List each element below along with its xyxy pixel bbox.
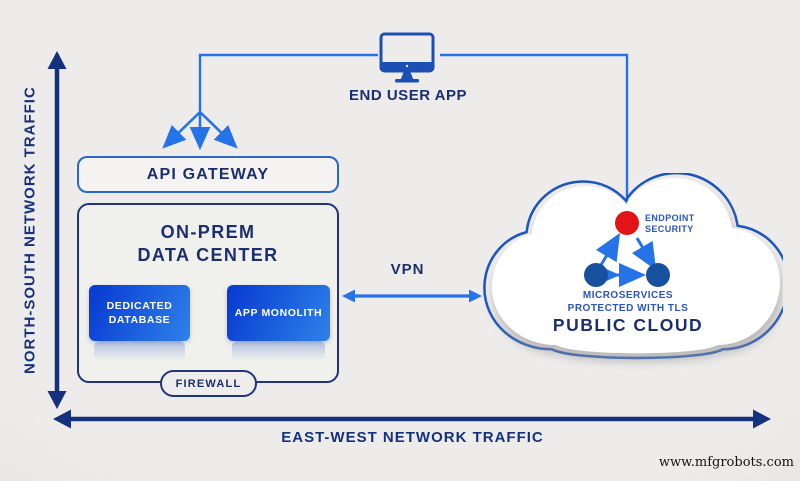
dedicated-database-label: DEDICATED DATABASE	[106, 299, 173, 326]
north-south-traffic-label: NORTH-SOUTH NETWORK TRAFFIC	[21, 86, 39, 374]
api-gateway-label: API GATEWAY	[146, 165, 270, 183]
api-gateway-box: API GATEWAY	[77, 156, 339, 193]
app-monolith-box: APP MONOLITH	[227, 285, 330, 361]
microservice-node-left	[584, 263, 608, 287]
cloud-internal-arrows	[593, 232, 657, 287]
public-cloud-label: PUBLIC CLOUD	[552, 315, 704, 335]
east-west-arrow-icon	[53, 409, 771, 429]
east-west-traffic-label: EAST-WEST NETWORK TRAFFIC	[281, 429, 544, 446]
end-user-app-label: END USER APP	[349, 87, 467, 104]
public-cloud-group: ENDPOINT SECURITY MICROSERVICES PROTECTE…	[478, 173, 783, 378]
firewall-pill: FIREWALL	[160, 370, 257, 397]
microservice-node-right	[646, 263, 670, 287]
end-user-monitor-icon	[379, 32, 435, 83]
firewall-label: FIREWALL	[175, 377, 242, 390]
on-prem-data-center-box: ON-PREM DATA CENTER DEDICATED DATABASE A…	[77, 203, 339, 397]
app-monolith-label: APP MONOLITH	[234, 306, 323, 319]
on-prem-title: ON-PREM DATA CENTER	[137, 222, 279, 266]
endpoint-security-node	[615, 211, 639, 235]
watermark-text: www.mfgrobots.com	[658, 455, 794, 470]
dedicated-database-box: DEDICATED DATABASE	[89, 285, 190, 361]
vpn-label: VPN	[390, 261, 425, 278]
microservices-label: MICROSERVICES PROTECTED WITH TLS	[567, 290, 689, 314]
endpoint-security-label: ENDPOINT SECURITY	[645, 213, 695, 235]
vpn-arrow-icon	[342, 289, 482, 303]
north-south-arrow-icon	[47, 51, 67, 409]
